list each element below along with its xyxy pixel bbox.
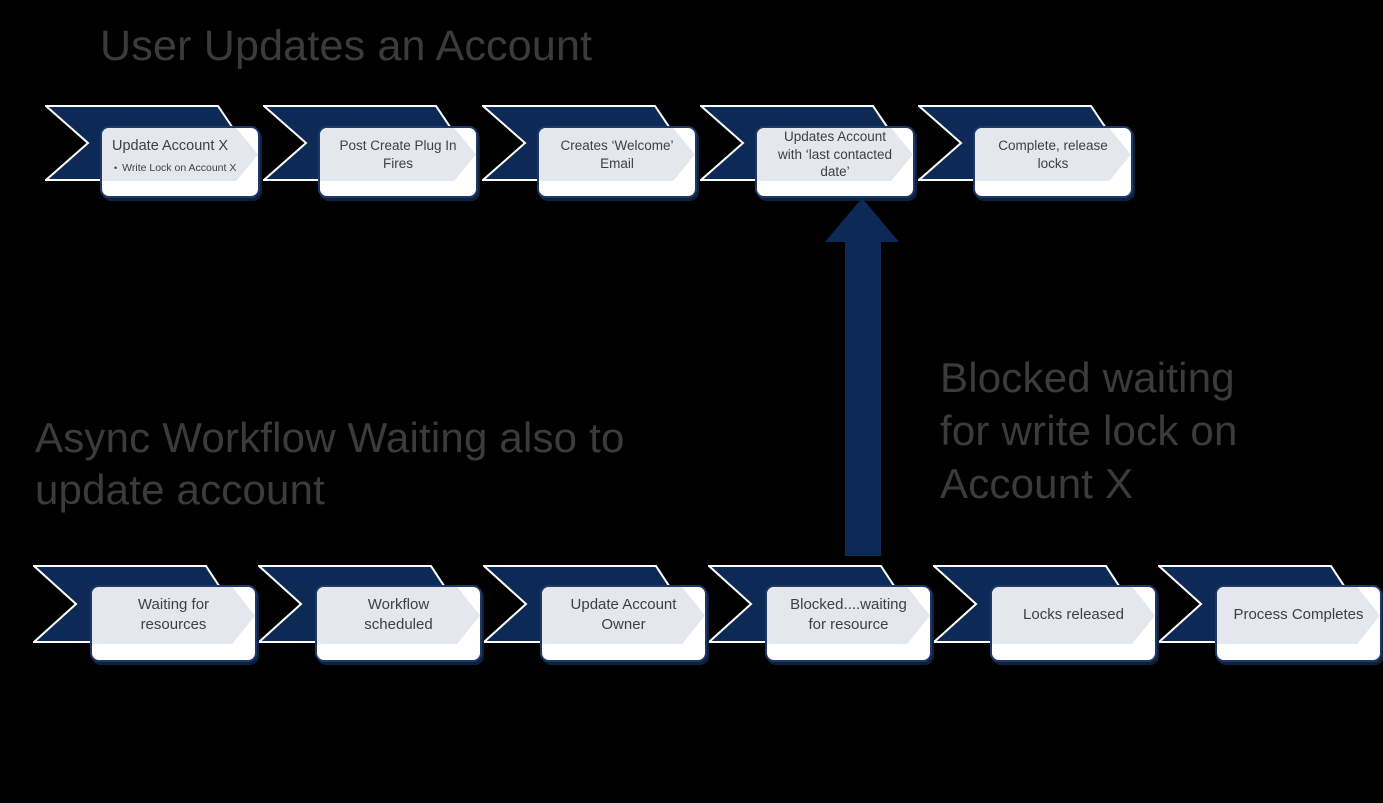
step-label: Process Completes bbox=[1233, 606, 1364, 624]
process-step-card: Process Completes bbox=[1215, 585, 1382, 662]
card-arrow-shape bbox=[975, 128, 1131, 182]
step-bullet-line: • Write Lock on Account X bbox=[112, 162, 236, 176]
card-arrow-shape bbox=[767, 587, 930, 644]
process-step-card: Locks released bbox=[990, 585, 1157, 662]
card-arrow-shape bbox=[102, 128, 258, 182]
process-step-card: Updates Account with ‘last contacted dat… bbox=[755, 126, 915, 198]
step-label-block: Update Account X • Write Lock on Account… bbox=[102, 128, 258, 181]
blocked-up-arrow-icon bbox=[825, 198, 899, 556]
blocked-annotation: Blocked waiting for write lock on Accoun… bbox=[940, 354, 1238, 507]
step-bullet-text: Write Lock on Account X bbox=[122, 162, 237, 175]
bullet-icon: • bbox=[114, 163, 118, 174]
step-label: Complete, release locks bbox=[998, 137, 1108, 171]
process-step-card: Workflow scheduled bbox=[315, 585, 482, 662]
card-arrow-shape bbox=[542, 587, 705, 644]
card-arrow-shape bbox=[320, 128, 476, 182]
step-label: Waiting for resources bbox=[137, 596, 210, 634]
step-label: Update Account Owner bbox=[570, 596, 677, 634]
step-label: Blocked....waiting for resource bbox=[790, 596, 907, 634]
process-step-card: Creates ‘Welcome’ Email bbox=[537, 126, 697, 198]
process-step-card: Update Account Owner bbox=[540, 585, 707, 662]
process-step-card: Waiting for resources bbox=[90, 585, 257, 662]
process-step-card: Update Account X • Write Lock on Account… bbox=[100, 126, 260, 198]
top-section-title: User Updates an Account bbox=[100, 22, 593, 70]
step-label: Locks released bbox=[1023, 606, 1124, 624]
step-label: Workflow scheduled bbox=[364, 596, 433, 634]
process-step-card: Complete, release locks bbox=[973, 126, 1133, 198]
bottom-section-title: Async Workflow Waiting also to update ac… bbox=[35, 414, 625, 514]
process-step-card: Blocked....waiting for resource bbox=[765, 585, 932, 662]
card-arrow-shape bbox=[539, 128, 695, 182]
card-arrow-shape bbox=[317, 587, 480, 644]
card-arrow-shape bbox=[992, 587, 1155, 644]
card-arrow-shape bbox=[1217, 587, 1380, 644]
process-step-card: Post Create Plug In Fires bbox=[318, 126, 478, 198]
card-arrow-shape bbox=[92, 587, 255, 644]
step-label: Updates Account with ‘last contacted dat… bbox=[777, 128, 893, 180]
step-label: Post Create Plug In Fires bbox=[339, 137, 457, 171]
step-label: Creates ‘Welcome’ Email bbox=[560, 137, 674, 171]
step-label: Update Account X bbox=[112, 138, 229, 154]
card-arrow-shape bbox=[757, 128, 913, 182]
